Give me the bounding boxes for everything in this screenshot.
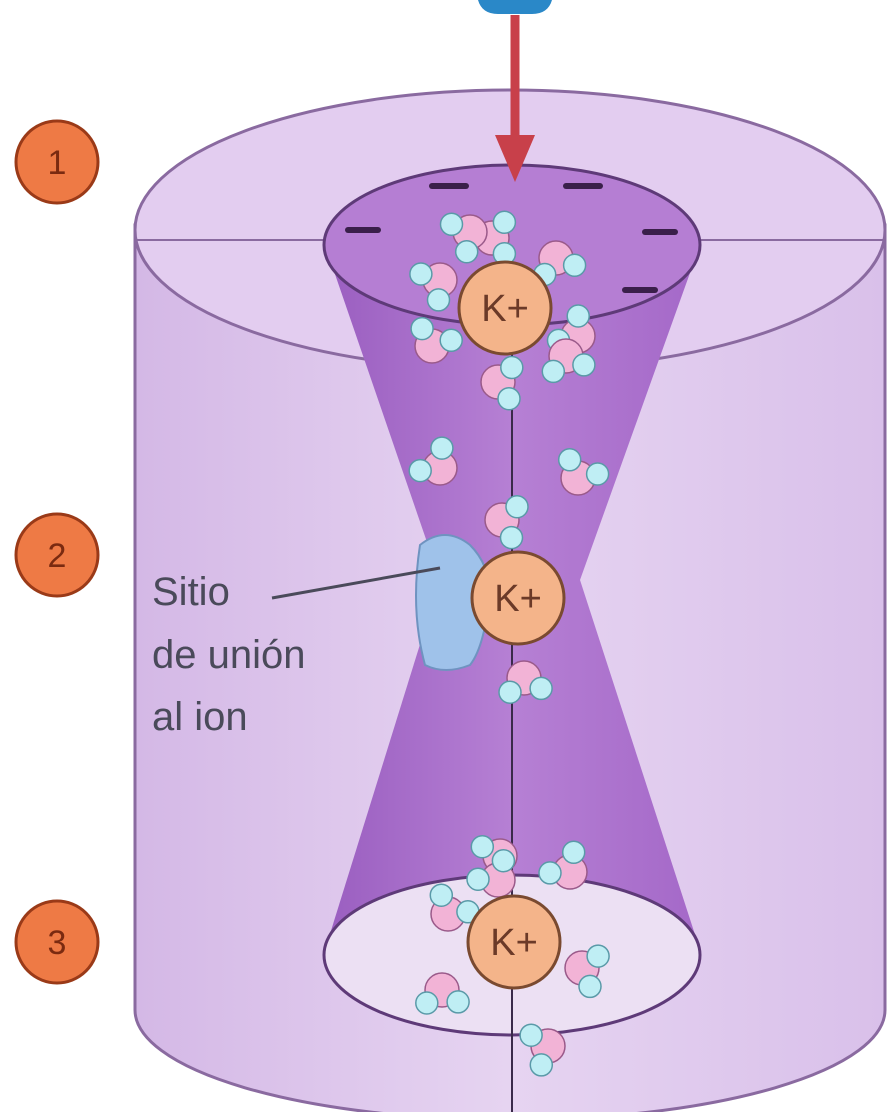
hydrogen-atom [587,463,609,485]
step-number: 3 [48,924,67,962]
hydrogen-atom [563,841,585,863]
hydrogen-atom [409,460,431,482]
step-badge-1: 1 [16,121,98,203]
hydrogen-atom [410,263,432,285]
hydrogen-atom [467,868,489,890]
ion-label: K+ [481,288,529,330]
hydrogen-atom [456,241,478,263]
potassium-ion-1: K+ [459,262,551,354]
hydrogen-atom [501,527,523,549]
hydrogen-atom [530,1054,552,1076]
hydrogen-atom [530,677,552,699]
hydrogen-atom [441,213,463,235]
step-badge-3: 3 [16,901,98,983]
hydrogen-atom [471,836,493,858]
step-number: 2 [48,537,67,575]
ion-label: K+ [494,578,542,620]
hydrogen-atom [559,449,581,471]
hydrogen-atom [498,388,520,410]
hydrogen-atom [573,354,595,376]
hydrogen-atom [430,884,452,906]
hydrogen-atom [564,254,586,276]
hydrogen-atom [416,992,438,1014]
hydrogen-atom [520,1024,542,1046]
binding-site-label-line-2: de unión [152,633,305,677]
potassium-ion-2: K+ [472,552,564,644]
hydrogen-atom [493,211,515,233]
hydrogen-atom [539,862,561,884]
ion-label: K+ [490,922,538,964]
hydrogen-atom [431,437,453,459]
hydrogen-atom [579,975,601,997]
binding-site-label-line-3: al ion [152,695,248,739]
hydrogen-atom [447,991,469,1013]
hydrogen-atom [587,945,609,967]
hydrogen-atom [492,850,514,872]
hydrogen-atom [506,496,528,518]
top-cropped-element [478,0,552,14]
hydrogen-atom [501,357,523,379]
binding-site-label-line-1: Sitio [152,570,230,614]
hydrogen-atom [542,360,564,382]
potassium-ion-3: K+ [468,896,560,988]
step-number: 1 [48,144,67,182]
hydrogen-atom [428,289,450,311]
hydrogen-atom [567,305,589,327]
hydrogen-atom [440,329,462,351]
hydrogen-atom [411,318,433,340]
step-badge-2: 2 [16,514,98,596]
hydrogen-atom [499,681,521,703]
